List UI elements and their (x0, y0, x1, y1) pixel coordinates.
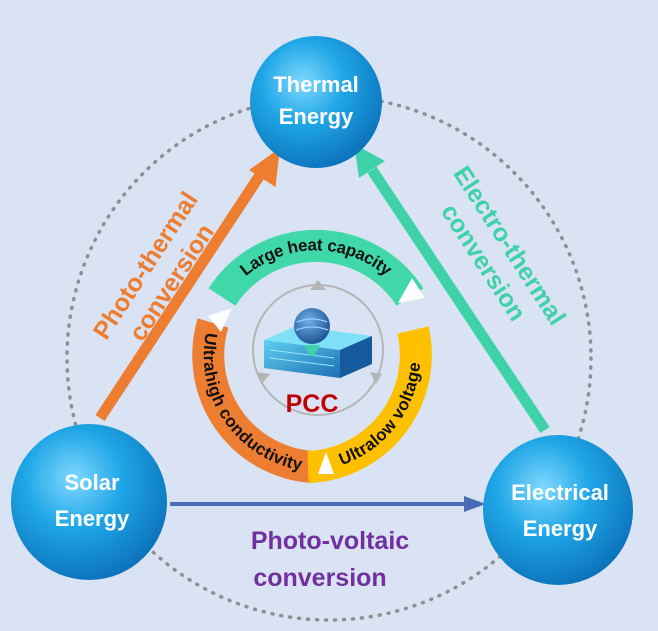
electrical-energy-line2: Energy (523, 516, 598, 541)
pcc-material-icon (264, 308, 372, 378)
arc-right-arrowhead (318, 452, 334, 474)
electrical-energy-node: Electrical Energy (483, 435, 633, 585)
arc-left-arrowhead (208, 308, 232, 332)
photo-voltaic-line2: conversion (253, 564, 386, 592)
ultralow-voltage-arc (306, 326, 432, 483)
electrical-energy-line1: Electrical (511, 480, 609, 505)
cycle-arrow-icon (256, 372, 270, 384)
photo-voltaic-line1: Photo-voltaic (251, 527, 409, 555)
photo-voltaic-arrow (170, 496, 486, 512)
thermal-energy-node: Thermal Energy (250, 36, 382, 168)
ultrahigh-conductivity-arc (192, 318, 314, 483)
solar-energy-line2: Energy (55, 506, 130, 531)
thermal-energy-line2: Energy (279, 104, 354, 129)
photo-voltaic-label: Photo-voltaic conversion (251, 527, 409, 592)
large-heat-capacity-arc (208, 229, 424, 307)
electro-thermal-label: Electro-thermal conversion (435, 161, 571, 330)
cycle-arrow-icon (310, 280, 326, 290)
pcc-label: PCC (286, 390, 339, 418)
electro-thermal-arrow (354, 144, 550, 434)
solar-energy-node: Solar Energy (11, 424, 167, 580)
arc-top-arrowhead (398, 278, 425, 303)
solar-energy-line1: Solar (64, 470, 119, 495)
thermal-energy-line1: Thermal (273, 72, 359, 97)
photo-thermal-arrow (95, 148, 280, 422)
cycle-arrow-icon (370, 372, 382, 384)
